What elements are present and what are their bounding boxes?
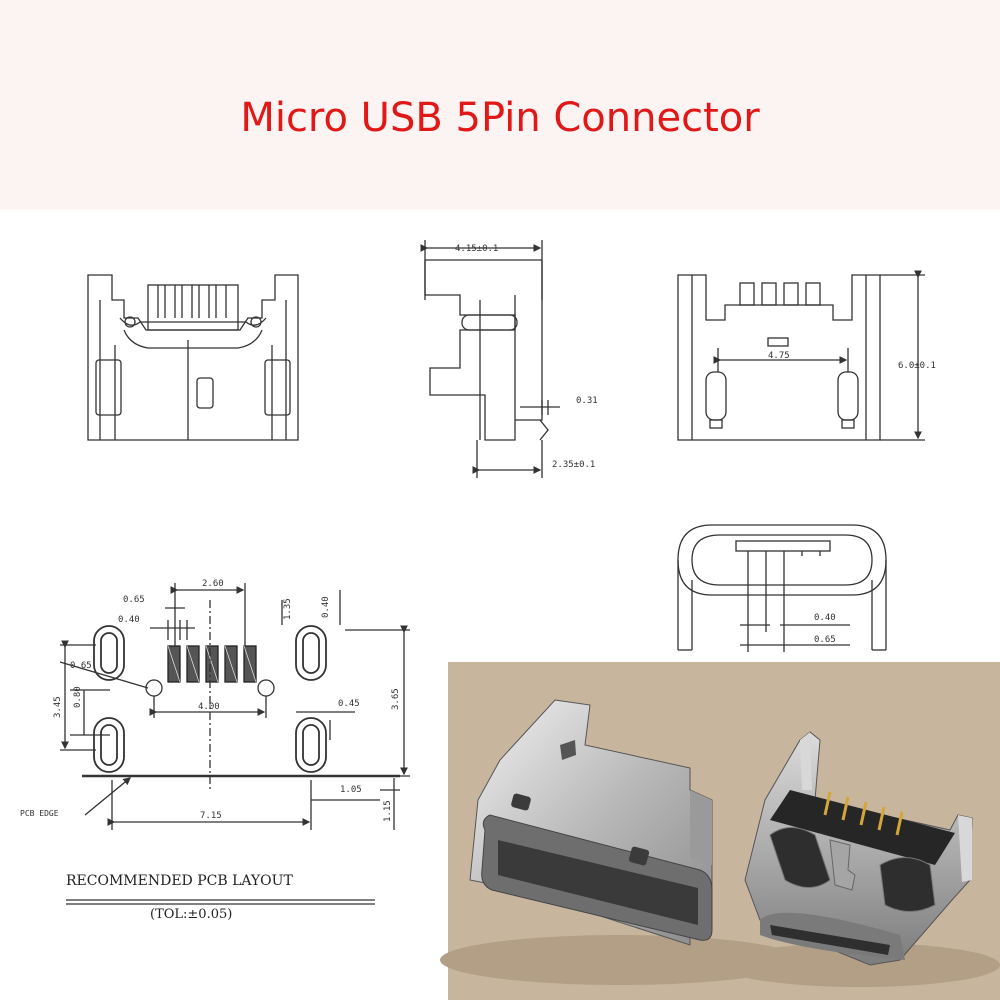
tolerance-note: (TOL:±0.05)	[150, 907, 232, 922]
dim-side-width: 4.15±0.1	[455, 244, 498, 254]
dim-side-height: 2.35±0.1	[552, 460, 595, 470]
dim-back-span: 4.75	[768, 351, 790, 361]
dim-end-065: 0.65	[814, 635, 836, 645]
dim-pcb-040: 0.40	[118, 615, 140, 625]
dim-side-tail: 0.31	[576, 396, 598, 406]
dim-pcb-065: 0.65	[123, 595, 145, 605]
dim-back-height: 6.0±0.1	[898, 361, 936, 371]
connector-photo	[440, 662, 1000, 1000]
end-drawing	[677, 524, 887, 652]
dim-pcb-080: 0.80	[73, 686, 83, 708]
side-drawing	[420, 240, 560, 478]
title-banner	[0, 0, 1000, 210]
dim-end-040: 0.40	[814, 613, 836, 623]
dim-pcb-115: 1.15	[383, 800, 393, 822]
dim-pcb-105: 1.05	[340, 785, 362, 795]
dim-pcb-065l: 0.65	[70, 661, 92, 671]
back-drawing	[677, 270, 925, 441]
dim-pcb-365: 3.65	[391, 688, 401, 710]
dim-pcb-260: 2.60	[202, 579, 224, 589]
front-drawing	[87, 274, 299, 441]
dim-pcb-715: 7.15	[200, 811, 222, 821]
dim-pcb-400: 4.00	[198, 702, 220, 712]
pcb-edge-label: PCB EDGE	[20, 809, 59, 818]
dim-pcb-045: 0.45	[338, 699, 360, 709]
dim-pcb-135: 1.35	[283, 598, 293, 620]
pcb-layout-caption: RECOMMENDED PCB LAYOUT	[66, 873, 293, 889]
pcb-layout-drawing	[59, 583, 410, 905]
page-title: Micro USB 5Pin Connector	[240, 95, 760, 141]
dim-pcb-345: 3.45	[53, 696, 63, 718]
dim-pcb-040r: 0.40	[321, 596, 331, 618]
